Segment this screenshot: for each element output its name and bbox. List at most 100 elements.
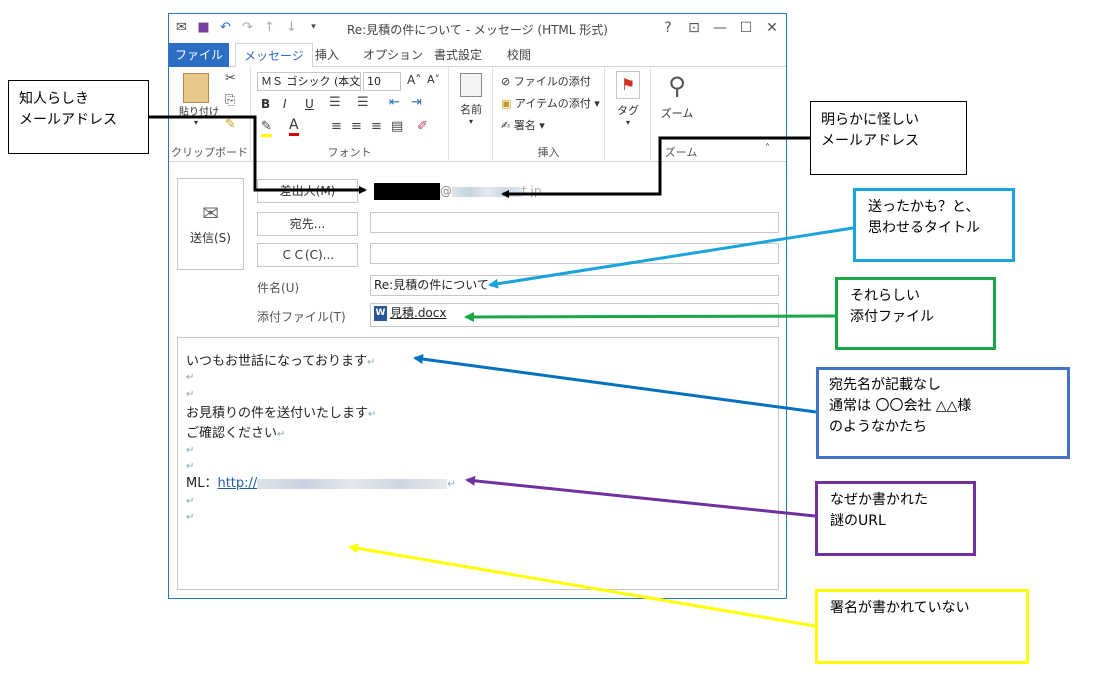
send-envelope-icon: ✉ (202, 201, 219, 225)
arrow-signature (348, 543, 816, 628)
arrow-title (488, 226, 854, 289)
word-doc-icon: W (374, 306, 387, 321)
font-group-label: フォント (327, 146, 372, 159)
undo-icon[interactable]: ↶ (220, 20, 231, 35)
arrow-suspicious-address (501, 136, 810, 198)
attach-item-button[interactable]: ▣ アイテムの添付 ▾ (501, 97, 600, 110)
redo-icon[interactable]: ↷ (242, 20, 253, 35)
tags-group: ⚑ タグ ▾ (605, 67, 651, 162)
arrow-known-address (149, 115, 367, 194)
magnifier-icon: ⚲ (668, 72, 686, 100)
shrink-font-icon[interactable]: A˅ (427, 73, 441, 86)
cc-button[interactable]: ＣＣ(C)... (257, 243, 358, 267)
zoom-group: ⚲ ズーム ズーム ˄ (651, 67, 787, 162)
justify-icon[interactable]: ▤ (391, 119, 404, 134)
ribbon: 貼り付け ▾ ✂ ⎘ ✎ クリップボード ＭＳ ゴシック (本文 10 A˄ A… (169, 67, 786, 162)
insert-group-label: 挿入 (537, 146, 560, 159)
tab-file[interactable]: ファイル (169, 43, 229, 67)
tab-message[interactable]: メッセージ (235, 43, 313, 68)
customize-icon[interactable]: ▾ (311, 22, 316, 32)
blurred-domain (452, 186, 522, 197)
down-arrow-icon[interactable]: ↓ (286, 20, 297, 35)
clipboard-group: 貼り付け ▾ ✂ ⎘ ✎ クリップボード (169, 67, 251, 162)
cc-field[interactable] (370, 243, 779, 264)
help-button[interactable]: ? (664, 20, 672, 36)
tab-review[interactable]: 校閲 (507, 48, 532, 62)
attachment-label: 添付ファイル(T) (257, 310, 346, 324)
send-button[interactable]: ✉ 送信(S) (177, 178, 244, 270)
arrow-url (465, 475, 816, 518)
increase-indent-icon[interactable]: ⇥ (411, 95, 422, 110)
message-body[interactable]: いつもお世話になっております↵ ↵ ↵ お見積りの件を送付いたします↵ ご確認く… (177, 337, 779, 590)
paste-button[interactable]: 貼り付け ▾ (179, 73, 219, 127)
ribbon-tabs: ファイル メッセージ 挿入 オプション 書式設定 校閲 (169, 43, 786, 68)
annotation-attachment: それらしい 添付ファイル (835, 277, 996, 350)
annotation-title: 送ったかも？と、 思わせるタイトル (853, 188, 1015, 262)
attachment-file[interactable]: 見積.docx (390, 306, 447, 320)
font-name-select[interactable]: ＭＳ ゴシック (本文 (257, 72, 361, 91)
up-arrow-icon[interactable]: ↑ (264, 20, 275, 35)
minimize-button[interactable]: — (713, 20, 727, 36)
paperclip-icon: ⊘ (501, 75, 514, 88)
collapse-ribbon-icon[interactable]: ˄ (765, 143, 770, 154)
attach-file-button[interactable]: ⊘ ファイルの添付 (501, 75, 591, 88)
zoom-button[interactable]: ⚲ ズーム (657, 71, 697, 121)
arrow-attachment (464, 311, 836, 322)
highlight-icon[interactable]: ✎ (261, 119, 272, 137)
subject-field[interactable]: Re:見積の件について (370, 275, 779, 296)
tab-format[interactable]: 書式設定 (434, 48, 483, 62)
tab-insert[interactable]: 挿入 (315, 48, 340, 62)
align-center-icon[interactable]: ≡ (351, 119, 362, 134)
annotation-recipient: 宛先名が記載なし 通常は 〇〇会社 △△様 のようなかたち (816, 367, 1070, 459)
message-window: ✉ ■ ↶ ↷ ↑ ↓ ▾ Re:見積の件について - メッセージ (HTML … (168, 13, 787, 599)
annotation-url: なぜか書かれた 謎のURL (815, 481, 976, 556)
paragraph-mark-icon: ↵ (186, 372, 195, 383)
clipboard-group-label: クリップボード (171, 146, 248, 159)
paragraph-mark-icon: ↵ (186, 512, 195, 523)
mystery-url-link[interactable]: http:// (217, 476, 258, 491)
cut-icon[interactable]: ✂ (225, 71, 236, 86)
maximize-button[interactable]: ☐ (739, 20, 753, 36)
quick-access-toolbar: ✉ ■ ↶ ↷ ↑ ↓ ▾ (173, 19, 322, 36)
font-color-icon[interactable]: A (289, 117, 299, 136)
format-painter-icon[interactable]: ✎ (225, 117, 236, 132)
save-icon[interactable]: ■ (197, 20, 210, 35)
to-button[interactable]: 宛先... (257, 212, 358, 236)
font-group: ＭＳ ゴシック (本文 10 A˄ A˅ B I U ☰ ☰ ⇤ ⇥ ✎ A ≡… (251, 67, 449, 162)
paragraph-mark-icon: ↵ (186, 461, 195, 472)
body-line: いつもお世話になっております↵ (186, 354, 376, 369)
bold-button[interactable]: B (261, 97, 271, 111)
tab-options[interactable]: オプション (363, 48, 424, 62)
tags-button[interactable]: ⚑ タグ ▾ (611, 71, 645, 127)
italic-button[interactable]: I (283, 97, 287, 111)
paragraph-mark-icon: ↵ (186, 496, 195, 507)
clear-format-icon[interactable]: ✐ (417, 119, 428, 134)
title-bar: ✉ ■ ↶ ↷ ↑ ↓ ▾ Re:見積の件について - メッセージ (HTML … (169, 14, 786, 43)
mail-icon[interactable]: ✉ (176, 20, 187, 35)
bullets-icon[interactable]: ☰ (329, 95, 341, 110)
address-book-icon (460, 73, 482, 97)
paragraph-mark-icon: ↵ (186, 389, 195, 400)
from-field: @t.jp (370, 181, 779, 202)
align-left-icon[interactable]: ≡ (331, 119, 342, 134)
ribbon-display-button[interactable]: ⊡ (688, 20, 700, 36)
names-group: 名前 ▾ (449, 67, 493, 162)
numbering-icon[interactable]: ☰ (357, 95, 369, 110)
annotation-signature: 署名が書かれていない (815, 589, 1029, 664)
blurred-url (257, 478, 448, 489)
url-line: ML：http://↵ (186, 476, 456, 491)
align-right-icon[interactable]: ≡ (371, 119, 382, 134)
window-title: Re:見積の件について - メッセージ (HTML 形式) (347, 23, 608, 37)
to-field[interactable] (370, 212, 779, 233)
font-size-select[interactable]: 10 (363, 72, 401, 91)
names-button[interactable]: 名前 ▾ (453, 73, 489, 126)
grow-font-icon[interactable]: A˄ (407, 73, 422, 87)
signature-button[interactable]: ✍ 署名 ▾ (501, 119, 545, 132)
annotation-known-address: 知人らしき メールアドレス (8, 80, 149, 154)
redacted-name (374, 183, 440, 200)
decrease-indent-icon[interactable]: ⇤ (389, 95, 400, 110)
annotation-suspicious-address: 明らかに怪しい メールアドレス (810, 101, 967, 175)
copy-icon[interactable]: ⎘ (225, 93, 236, 108)
underline-button[interactable]: U (305, 97, 314, 111)
close-button[interactable]: ✕ (766, 20, 778, 36)
